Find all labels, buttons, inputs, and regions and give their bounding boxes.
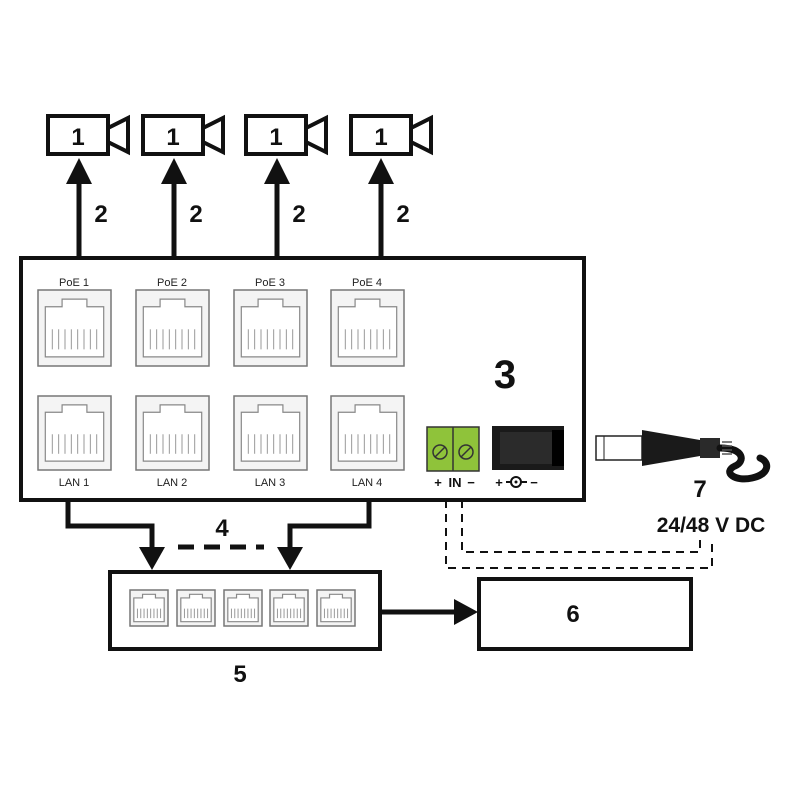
network-switch-port <box>223 589 263 627</box>
uplink-connectors <box>65 500 372 552</box>
lan-port <box>135 395 210 471</box>
poe-port <box>37 289 112 367</box>
poe-port-label: PoE 4 <box>352 277 382 289</box>
lan-port-label: LAN 3 <box>255 477 286 489</box>
camera-link-arrows: 2 2 2 2 <box>66 158 410 258</box>
power-dashed-lines <box>445 500 713 569</box>
camera-group: 1 1 1 1 <box>46 114 433 156</box>
terminal-plus-label: + <box>434 475 442 490</box>
camera-link-label: 2 <box>94 201 107 228</box>
camera-label: 1 <box>71 124 84 151</box>
camera-label: 1 <box>374 124 387 151</box>
dc-jack-icon <box>492 426 564 470</box>
poe-port <box>233 289 308 367</box>
camera-link-arrow <box>368 158 394 184</box>
dc-jack-plus-label: + <box>495 475 503 490</box>
polarity-symbol-icon <box>506 476 527 488</box>
network-switch-port <box>269 589 309 627</box>
uplink-arrow-left <box>139 547 165 570</box>
camera-link-arrow <box>66 158 92 184</box>
lan-port <box>330 395 405 471</box>
network-switch-ports <box>129 589 356 627</box>
camera-link-label: 2 <box>292 201 305 228</box>
lan-port <box>37 395 112 471</box>
recorder-link-arrow <box>454 599 478 625</box>
camera-icon: 1 <box>349 114 433 156</box>
poe-port <box>135 289 210 367</box>
camera-link-label: 2 <box>396 201 409 228</box>
camera-icon: 1 <box>46 114 130 156</box>
switch-marker: 3 <box>494 353 516 397</box>
switch-ports: PoE 1 PoE 2 PoE 3 PoE 4 LAN 1 LAN 2 LAN 3 LAN 4 <box>37 277 405 489</box>
poe-port-label: PoE 2 <box>157 277 187 289</box>
camera-link-arrow <box>161 158 187 184</box>
network-switch-port <box>176 589 216 627</box>
camera-icon: 1 <box>141 114 225 156</box>
camera-label: 1 <box>166 124 179 151</box>
uplink-marker: 4 <box>215 515 229 542</box>
terminal-minus-label: − <box>467 475 475 490</box>
poe-port <box>330 289 405 367</box>
network-switch-marker: 5 <box>233 661 246 688</box>
power-supply-voltage: 24/48 V DC <box>657 514 766 537</box>
dc-jack-minus-label: − <box>530 475 538 490</box>
recorder-box <box>477 577 693 651</box>
terminal-in-label: IN <box>449 475 462 490</box>
lan-port-label: LAN 2 <box>157 477 188 489</box>
power-terminal-block <box>426 426 480 472</box>
lan-port-label: LAN 1 <box>59 477 90 489</box>
poe-port-label: PoE 1 <box>59 277 89 289</box>
power-plug-icon <box>595 430 771 483</box>
lan-port <box>233 395 308 471</box>
network-switch-port <box>129 589 169 627</box>
power-supply-marker: 7 <box>693 476 706 503</box>
camera-label: 1 <box>269 124 282 151</box>
camera-link-arrow <box>264 158 290 184</box>
camera-link-label: 2 <box>189 201 202 228</box>
uplink-arrow-right <box>277 547 303 570</box>
lan-port-label: LAN 4 <box>352 477 383 489</box>
network-switch-port <box>316 589 356 627</box>
camera-icon: 1 <box>244 114 328 156</box>
recorder-marker: 6 <box>566 601 579 628</box>
poe-port-label: PoE 3 <box>255 277 285 289</box>
